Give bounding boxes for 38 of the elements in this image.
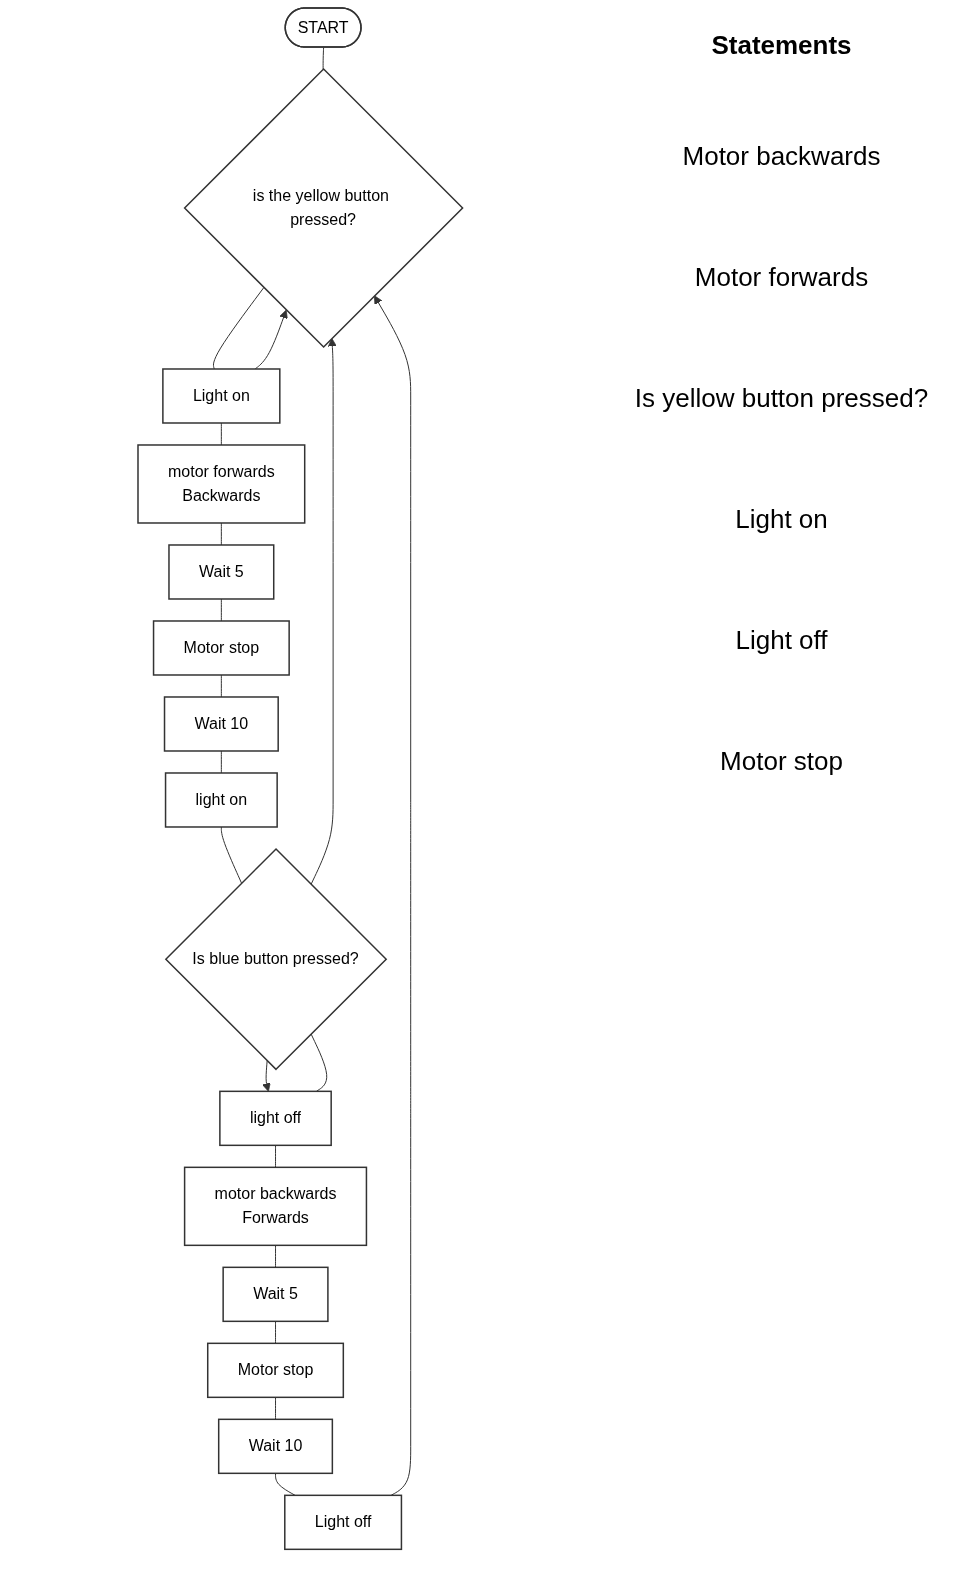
node-box: Motor stop (152, 620, 290, 676)
node-box: Wait 10 (163, 696, 279, 752)
statement-text: Light on (734, 504, 829, 535)
node-box: motor backwards Forwards (183, 1166, 367, 1247)
node-box: Wait 5 (222, 1266, 329, 1323)
connector (220, 598, 222, 622)
connector (220, 674, 222, 698)
connector (274, 1396, 276, 1420)
connector (220, 522, 222, 546)
arrow (310, 337, 337, 885)
node-box: light on (164, 772, 278, 828)
node-diamond: is the yellow button pressed? (183, 67, 464, 349)
node-box: Wait 10 (217, 1418, 333, 1475)
connector (274, 1244, 276, 1268)
arrow (254, 309, 288, 370)
connector (274, 1472, 296, 1496)
statement-text: Motor stop (719, 746, 844, 777)
node-box: Wait 5 (167, 544, 275, 600)
node-box: Light off (283, 1494, 402, 1551)
connector (220, 422, 222, 446)
node-box: Motor stop (206, 1342, 344, 1399)
connector (220, 826, 242, 884)
statement-text: Is yellow button pressed? (633, 383, 930, 414)
connector (322, 47, 324, 70)
statement-text: Motor forwards (693, 262, 870, 293)
node-box: Light on (161, 368, 281, 424)
statement-text: Motor backwards (681, 141, 882, 172)
heading: Statements (710, 30, 853, 61)
node-box: motor forwards Backwards (136, 444, 306, 524)
statement-text: Light off (734, 625, 829, 656)
arrow (373, 295, 411, 1496)
connector (310, 1033, 327, 1092)
connector (220, 750, 222, 774)
connector (274, 1144, 276, 1168)
connector (212, 287, 264, 370)
node-diamond: Is blue button pressed? (164, 847, 387, 1071)
node-box: light off (218, 1090, 332, 1147)
connector (274, 1320, 276, 1344)
